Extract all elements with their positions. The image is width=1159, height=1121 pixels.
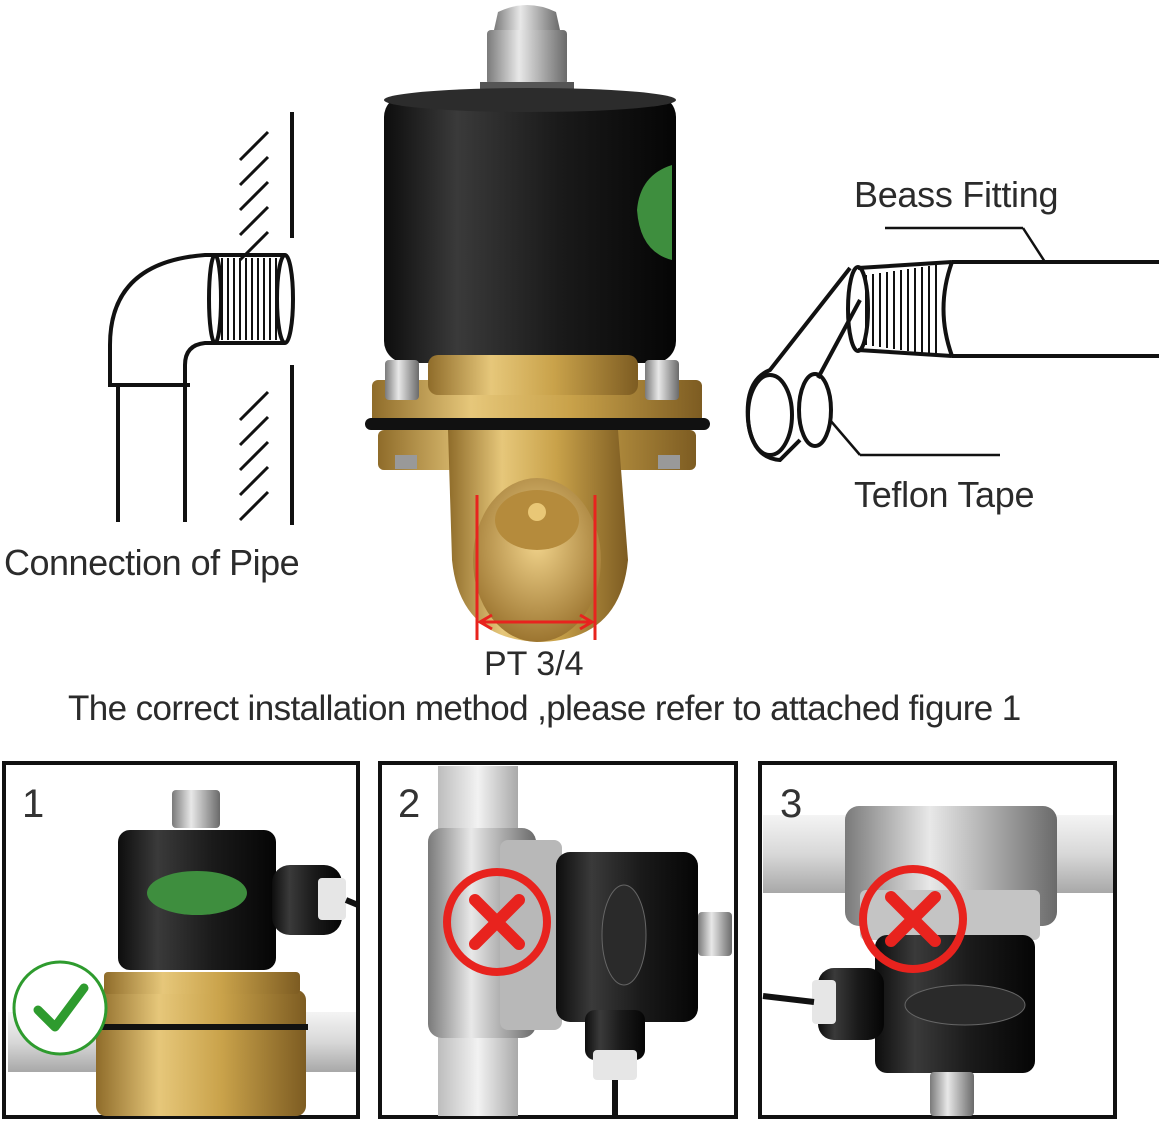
label-pt-size: PT 3/4 xyxy=(484,645,584,683)
solenoid-valve-photo xyxy=(365,5,710,642)
installation-caption: The correct installation method ,please … xyxy=(68,689,1021,728)
panel-1-number: 1 xyxy=(22,782,45,826)
brass-fitting-drawing xyxy=(745,226,1159,463)
cross-icon xyxy=(469,894,525,950)
cross-badge xyxy=(859,865,967,973)
pipe-threads xyxy=(221,258,277,340)
cross-icon xyxy=(885,891,941,947)
panel-2-number: 2 xyxy=(398,782,421,826)
panel-1 xyxy=(2,761,360,1119)
fitting-threads xyxy=(865,265,937,355)
dimension-arrow xyxy=(475,495,597,640)
cross-badge xyxy=(443,868,551,976)
label-connection-of-pipe: Connection of Pipe xyxy=(4,542,300,583)
label-beass-fitting: Beass Fitting xyxy=(854,174,1059,215)
panel-3 xyxy=(758,761,1117,1119)
panel-2 xyxy=(378,761,738,1119)
panel-3-number: 3 xyxy=(780,782,803,826)
check-icon xyxy=(33,983,89,1032)
sticker-green xyxy=(637,165,672,260)
check-badge xyxy=(12,960,108,1056)
label-teflon-tape: Teflon Tape xyxy=(854,474,1035,515)
pipe-elbow-drawing xyxy=(108,112,295,525)
